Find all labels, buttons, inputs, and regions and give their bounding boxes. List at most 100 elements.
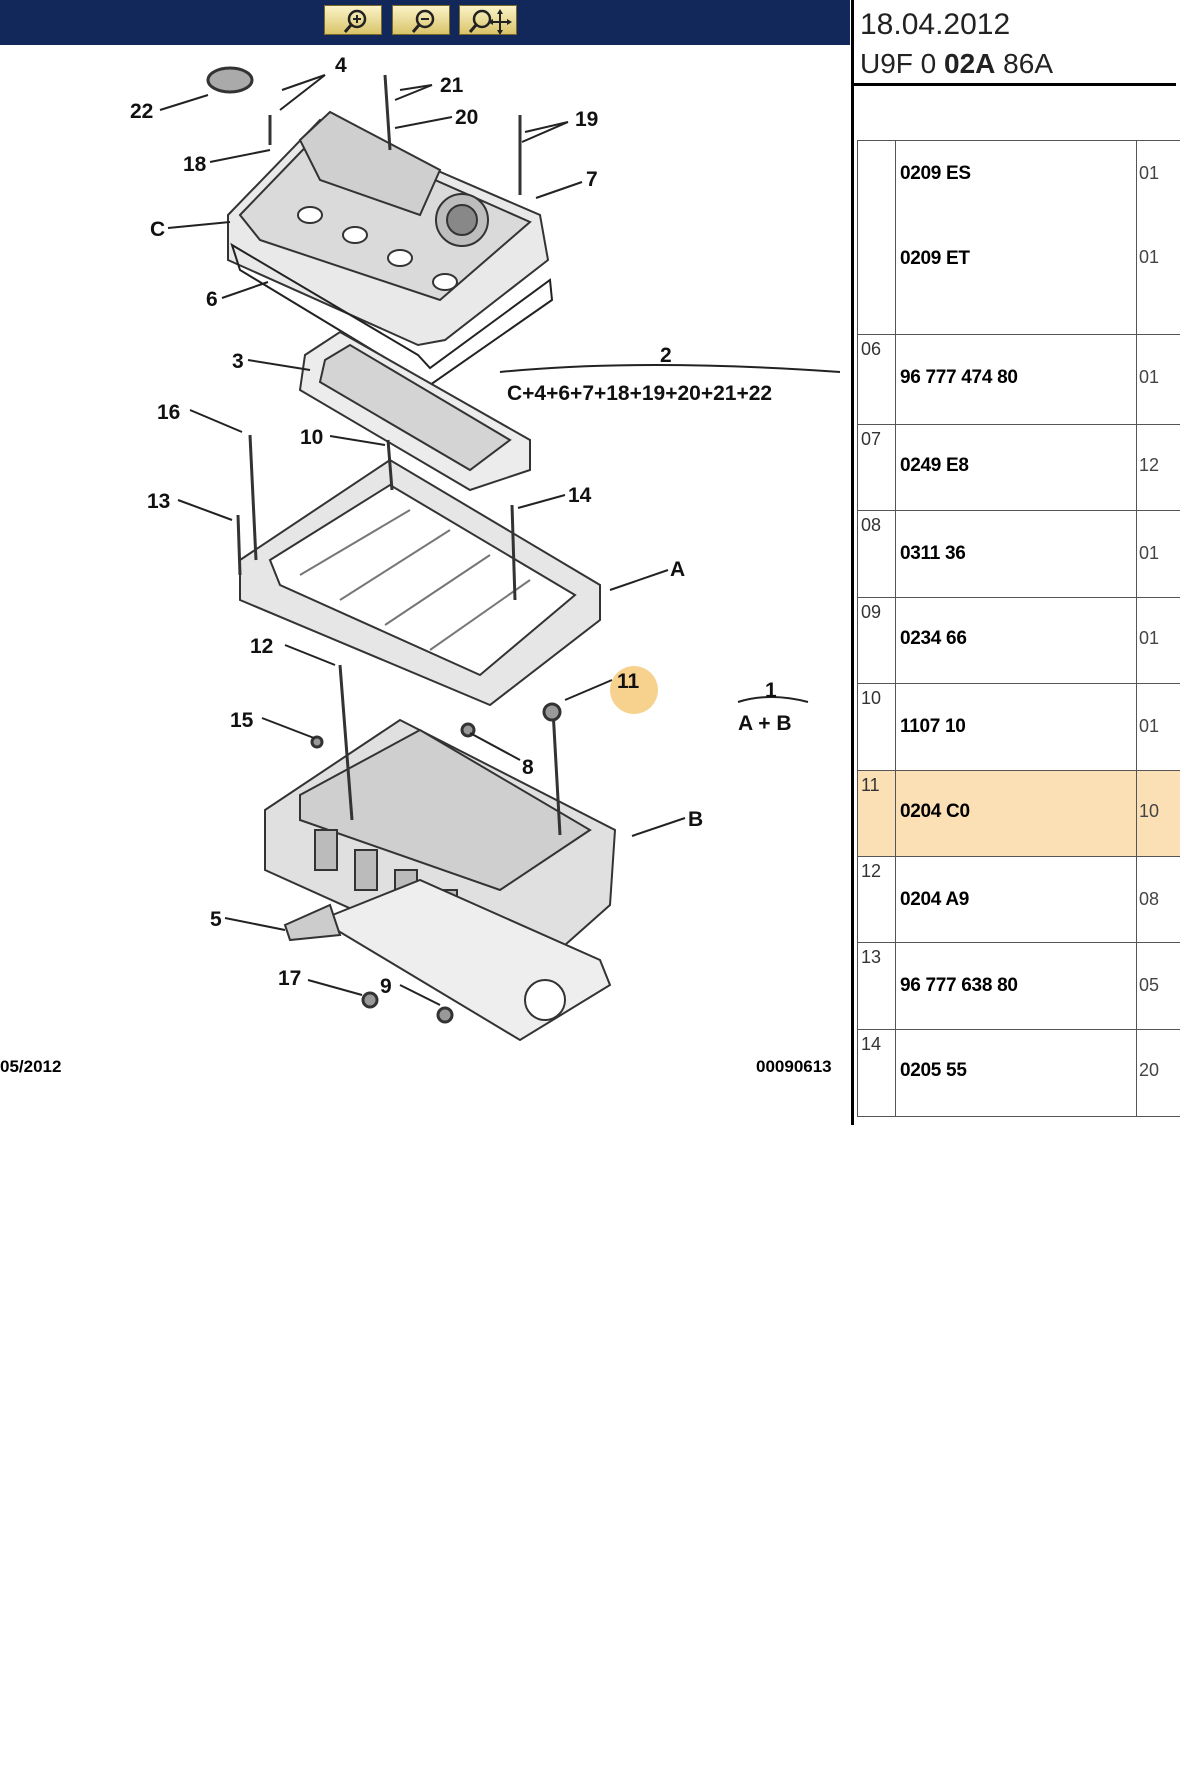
row-number: 13 bbox=[857, 942, 896, 1030]
header-divider bbox=[854, 83, 1176, 86]
label-C: C bbox=[150, 218, 165, 241]
label-14: 14 bbox=[568, 484, 592, 507]
gasket-drawing bbox=[298, 330, 531, 492]
quantity-cell: 01 bbox=[1136, 510, 1180, 598]
row-number: 12 bbox=[857, 856, 896, 943]
quantity-cell: 01 bbox=[1136, 683, 1180, 771]
ref-bold: 02A bbox=[944, 48, 996, 79]
part-reference[interactable]: 0311 36 bbox=[900, 543, 966, 564]
highlight-marker bbox=[610, 666, 658, 714]
part-reference[interactable]: 0205 55 bbox=[900, 1060, 967, 1081]
part-reference-cell: 0204 A9 bbox=[895, 856, 1137, 943]
zoom-in-button[interactable] bbox=[324, 5, 382, 35]
quantity-cell: 12 bbox=[1136, 424, 1180, 511]
label-13: 13 bbox=[147, 490, 170, 513]
zoom-out-icon bbox=[411, 9, 435, 33]
quantity-cell: 10 bbox=[1136, 770, 1180, 857]
part-reference-cell: 0209 ES 0209 ET bbox=[895, 140, 1137, 335]
bolts-drawing bbox=[206, 66, 562, 1024]
zoom-in-icon bbox=[343, 9, 367, 33]
callout-labels: 22 4 21 20 19 18 7 C 6 3 2 C+4+6+7+18+19… bbox=[130, 54, 791, 998]
part-reference[interactable]: 0209 ET bbox=[900, 248, 970, 269]
diagram-number: 00090613 bbox=[756, 1057, 832, 1076]
zoom-out-button[interactable] bbox=[392, 5, 450, 35]
label-2: 2 bbox=[660, 344, 672, 367]
part-reference[interactable]: 0234 66 bbox=[900, 628, 967, 649]
label-7: 7 bbox=[586, 168, 598, 191]
row-number: 08 bbox=[857, 510, 896, 598]
catalog-reference: U9F 0 02A 86A bbox=[860, 48, 1053, 80]
part-reference-cell: 0204 C0 bbox=[895, 770, 1137, 857]
part-reference[interactable]: 0249 E8 bbox=[900, 455, 969, 476]
zoom-pan-button[interactable] bbox=[459, 5, 517, 35]
quantity: 05 bbox=[1139, 975, 1160, 995]
label-12: 12 bbox=[250, 635, 273, 658]
part-reference[interactable]: 96 777 638 80 bbox=[900, 975, 1018, 996]
label-17: 17 bbox=[278, 967, 301, 990]
cam-carrier-drawing bbox=[239, 458, 601, 707]
label-9: 9 bbox=[380, 975, 392, 998]
quantity: 12 bbox=[1139, 455, 1160, 475]
label-group-2: C+4+6+7+18+19+20+21+22 bbox=[507, 382, 772, 405]
label-1: 1 bbox=[765, 679, 777, 702]
part-reference-cell: 96 777 638 80 bbox=[895, 942, 1137, 1030]
label-group-1: A + B bbox=[738, 712, 791, 735]
quantity-cell: 08 bbox=[1136, 856, 1180, 943]
row-number: 14 bbox=[857, 1029, 896, 1117]
quantity: 10 bbox=[1139, 801, 1160, 821]
label-10: 10 bbox=[300, 426, 323, 449]
part-reference-cell: 0234 66 bbox=[895, 597, 1137, 684]
zoom-pan-icon bbox=[468, 9, 512, 35]
catalog-date: 18.04.2012 bbox=[860, 8, 1011, 41]
quantity-cell: 05 bbox=[1136, 942, 1180, 1030]
quantity: 01 bbox=[1139, 716, 1160, 736]
quantity-cell: 01 01 bbox=[1136, 140, 1180, 335]
label-4: 4 bbox=[335, 54, 347, 77]
part-reference-cell: 0249 E8 bbox=[895, 424, 1137, 511]
quantity-cell: 01 bbox=[1136, 334, 1180, 425]
quantity: 01 bbox=[1139, 628, 1160, 648]
label-A: A bbox=[670, 558, 685, 581]
row-number: 06 bbox=[857, 334, 896, 425]
label-15: 15 bbox=[230, 709, 254, 732]
part-reference[interactable]: 96 777 474 80 bbox=[900, 367, 1018, 388]
engine-head-exploded-view: 22 4 21 20 19 18 7 C 6 3 2 C+4+6+7+18+19… bbox=[130, 54, 841, 1042]
part-reference[interactable]: 0209 ES bbox=[900, 163, 971, 184]
diagram-toolbar bbox=[0, 0, 850, 45]
parts-table-row[interactable]: 0209 ES 0209 ET 01 01 bbox=[857, 140, 1180, 335]
part-reference-cell: 0311 36 bbox=[895, 510, 1137, 598]
part-reference[interactable]: 1107 10 bbox=[900, 716, 966, 737]
part-reference[interactable]: 0204 C0 bbox=[900, 801, 970, 822]
label-11: 11 bbox=[617, 670, 640, 693]
label-18: 18 bbox=[183, 153, 207, 176]
label-3: 3 bbox=[232, 350, 244, 373]
part-reference-cell: 0205 55 bbox=[895, 1029, 1137, 1117]
label-22: 22 bbox=[130, 100, 153, 123]
quantity: 08 bbox=[1139, 889, 1160, 909]
exploded-parts-diagram: 22 4 21 20 19 18 7 C 6 3 2 C+4+6+7+18+19… bbox=[0, 45, 850, 1125]
quantity-cell: 20 bbox=[1136, 1029, 1180, 1117]
row-number: 11 bbox=[857, 770, 896, 857]
leader-lines bbox=[159, 74, 841, 1006]
row-number bbox=[857, 140, 896, 335]
quantity-cell: 01 bbox=[1136, 597, 1180, 684]
quantity: 01 bbox=[1139, 543, 1160, 563]
label-16: 16 bbox=[157, 401, 180, 424]
quantity: 01 bbox=[1139, 247, 1160, 267]
valve-cover-drawing bbox=[227, 110, 554, 387]
part-reference-cell: 1107 10 bbox=[895, 683, 1137, 771]
quantity: 01 bbox=[1139, 163, 1160, 183]
label-B: B bbox=[688, 808, 703, 831]
part-reference[interactable]: 0204 A9 bbox=[900, 889, 970, 910]
quantity: 01 bbox=[1139, 367, 1160, 387]
